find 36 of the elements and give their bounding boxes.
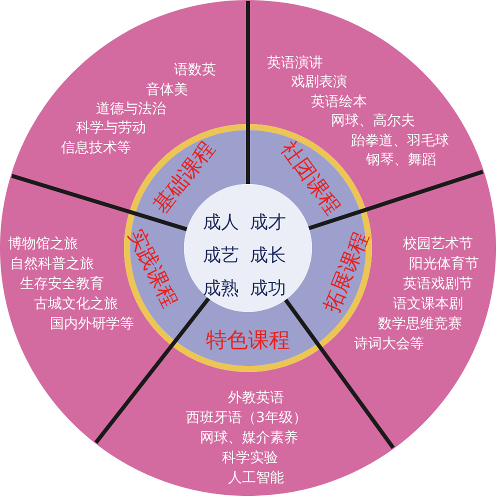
- course-item: 网球、媒介素养: [200, 430, 298, 446]
- course-item: 古城文化之旅: [34, 296, 118, 312]
- course-item: 科学实验: [222, 450, 278, 466]
- course-item: 英语戏剧节: [403, 276, 473, 292]
- course-item: 信息技术等: [61, 140, 131, 156]
- course-item: 西班牙语（3年级）: [186, 410, 307, 426]
- course-item: 科学与劳动: [76, 120, 146, 136]
- motto-word: 成长: [250, 246, 286, 266]
- motto-word: 成熟: [203, 279, 239, 299]
- motto-word: 成人: [203, 213, 239, 233]
- course-item: 校园艺术节: [403, 236, 473, 252]
- course-item: 数学思维竞赛: [378, 316, 462, 332]
- course-item: 生存安全教育: [20, 276, 104, 292]
- motto-word: 成才: [250, 213, 286, 233]
- course-item: 英语绘本: [311, 94, 367, 110]
- course-item: 道德与法治: [96, 101, 166, 117]
- course-item: 自然科普之旅: [10, 256, 94, 272]
- motto-word: 成艺: [203, 246, 239, 266]
- motto-word: 成功: [250, 279, 286, 299]
- course-item: 跆拳道、羽毛球: [351, 133, 449, 149]
- course-item: 钢琴、舞蹈: [366, 152, 436, 168]
- course-item: 人工智能: [228, 470, 284, 486]
- course-item: 英语演讲: [267, 55, 323, 71]
- category-title: 特色课程: [206, 328, 290, 352]
- course-item: 语数英: [174, 62, 216, 78]
- course-item: 网球、高尔夫: [331, 113, 415, 129]
- category-title: 实践课程: [124, 225, 182, 311]
- course-item: 音体美: [146, 82, 188, 98]
- course-item: 博物馆之旅: [8, 236, 78, 252]
- course-item: 戏剧表演: [291, 74, 347, 90]
- course-item: 语文课本剧: [393, 296, 463, 312]
- course-item: 诗词大会等: [354, 336, 424, 352]
- category-title: 拓展课程: [319, 228, 373, 316]
- course-item: 国内外研学等: [50, 316, 134, 332]
- course-item: 阳光体育节: [409, 256, 479, 272]
- course-item: 外教英语: [228, 390, 284, 406]
